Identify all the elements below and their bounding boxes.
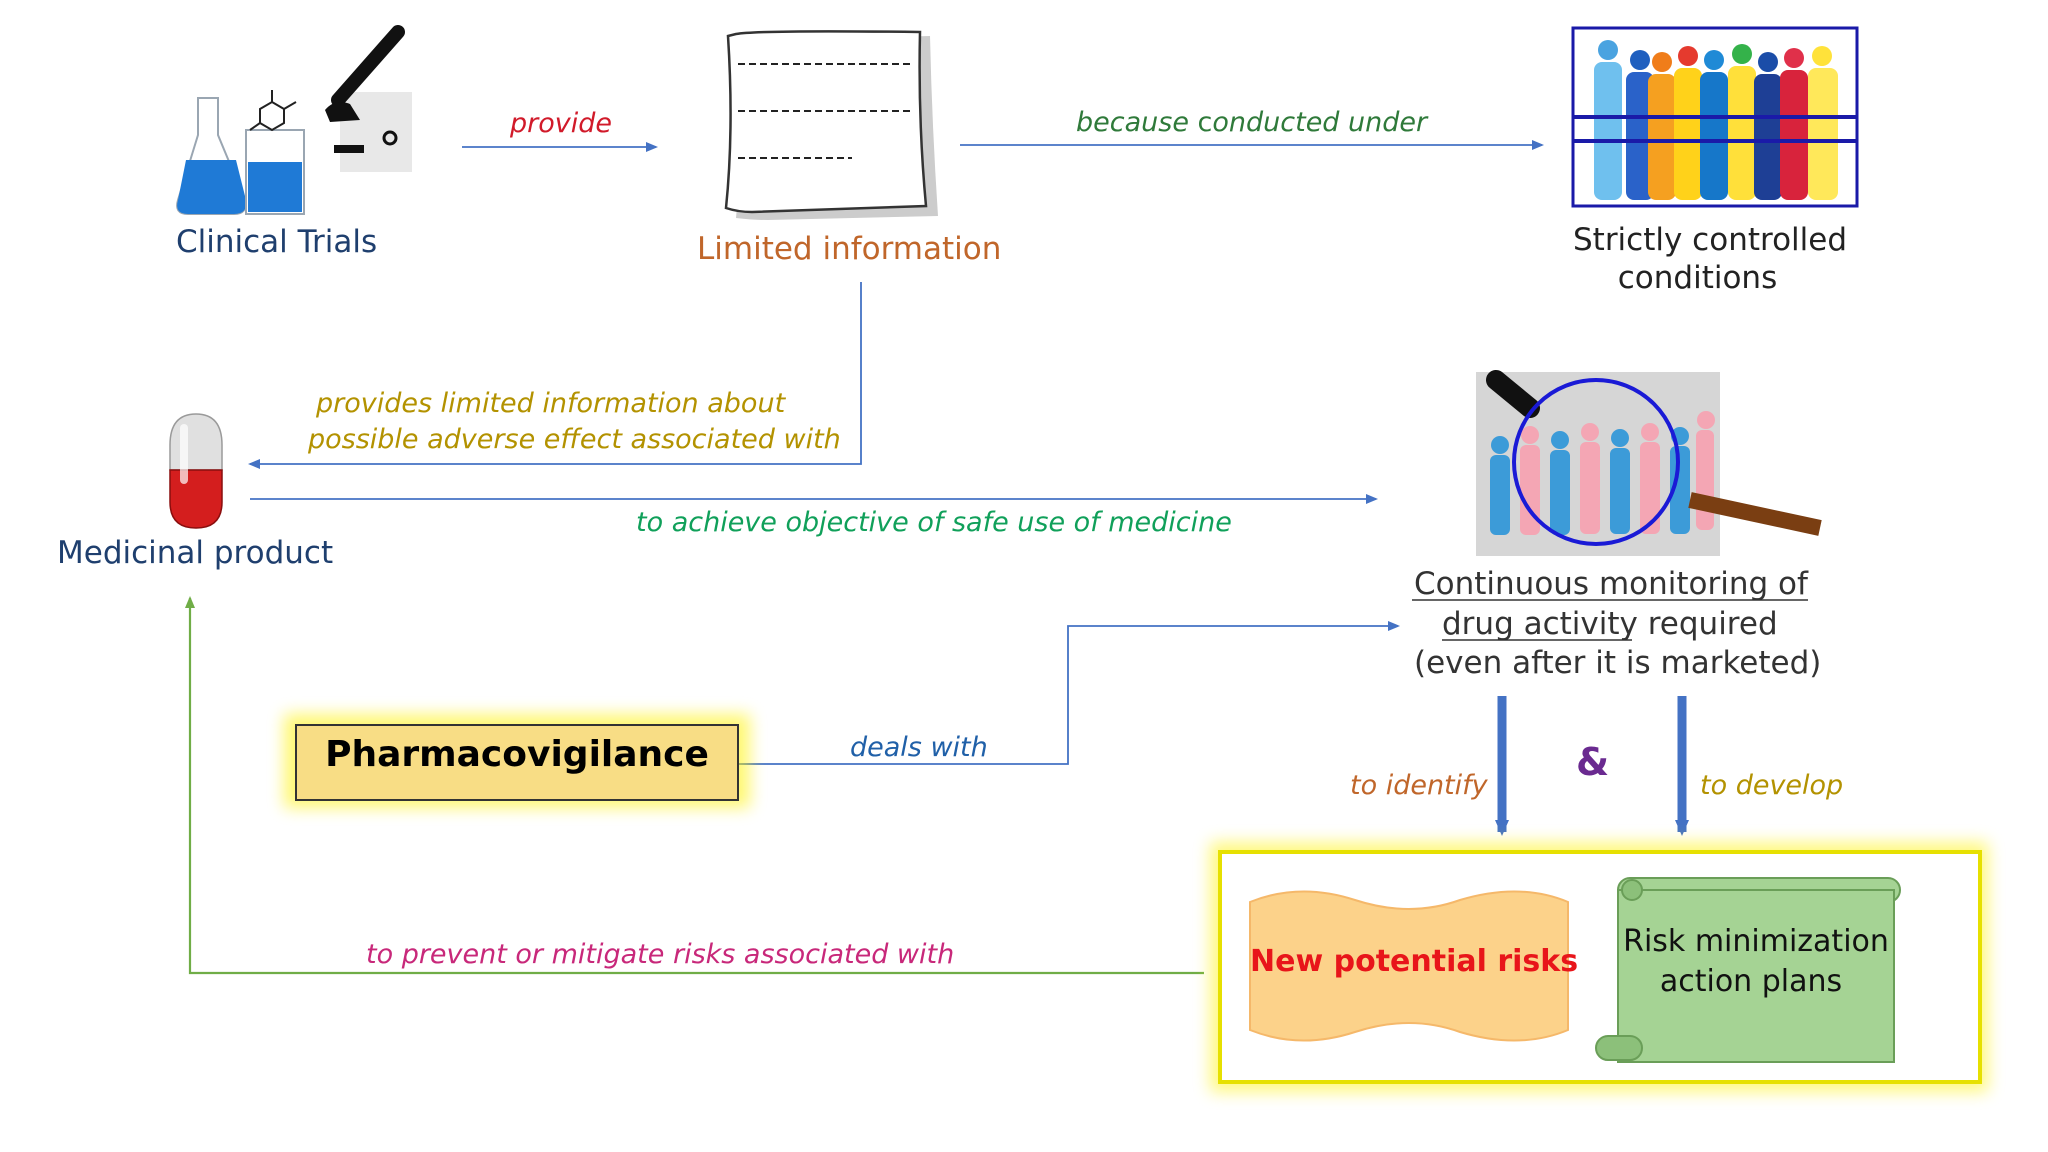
action-plan-scroll (1595, 877, 1901, 1063)
to-identify-label: to identify (1350, 770, 1488, 801)
conducted-under-part-b: c (1197, 107, 1213, 138)
new-risks-banner (1249, 890, 1569, 1042)
controlled-crowd-icon (1571, 26, 1859, 208)
clinical-trials-icon (176, 25, 412, 215)
provide-label: provide (510, 108, 612, 139)
monitoring-label-2: drug activity required (1442, 606, 1778, 642)
arrow-deals-with (738, 621, 1400, 765)
monitoring-label-2b: required (1637, 606, 1778, 642)
capsule-icon (169, 413, 223, 529)
limited-information-label: Limited information (697, 231, 1002, 267)
paper-document-icon (724, 30, 938, 220)
ampersand-label: & (1576, 740, 1610, 784)
conducted-under-part-a: because (1076, 107, 1198, 138)
prevent-label: to prevent or mitigate risks associated … (366, 939, 955, 970)
arrow-limited-about (248, 282, 862, 469)
pharmacovigilance-label: Pharmacovigilance (325, 734, 709, 775)
monitoring-label-3: (even after it is marketed) (1414, 645, 1822, 681)
controlled-conditions-label-2: conditions (1617, 260, 1778, 296)
limited-about-label-1: provides limited information about (316, 388, 786, 419)
risk-plans-label-2: action plans (1659, 964, 1843, 999)
conducted-under-label: because conducted under (1076, 107, 1427, 138)
monitoring-label-2a: drug activity (1442, 606, 1638, 642)
magnifier-monitoring-icon (1476, 370, 1822, 556)
deals-with-label: deals with (850, 732, 988, 763)
medicinal-product-label: Medicinal product (57, 535, 334, 571)
controlled-conditions-label-1: Strictly controlled (1572, 222, 1848, 258)
pharmacovigilance-box (295, 724, 739, 801)
to-develop-label: to develop (1700, 770, 1844, 801)
monitoring-label-1: Continuous monitoring of (1414, 566, 1808, 602)
conducted-under-part-c: onducted under (1212, 107, 1428, 138)
arrow-prevent-mitigate (185, 596, 1204, 975)
risk-plans-label-1: Risk minimization (1623, 924, 1889, 959)
clinical-trials-label: Clinical Trials (176, 224, 378, 260)
limited-about-label-2: possible adverse effect associated with (308, 424, 841, 455)
new-risks-label: New potential risks (1250, 944, 1579, 979)
safe-use-label: to achieve objective of safe use of medi… (636, 507, 1232, 538)
